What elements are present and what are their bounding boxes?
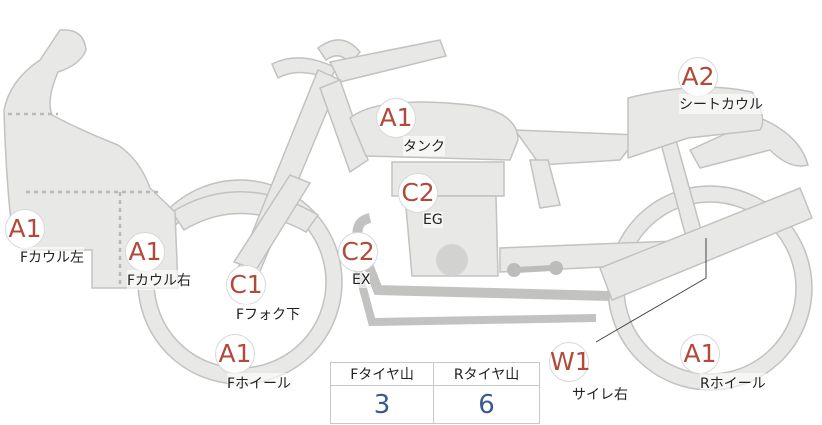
- silencer-leader-line: [595, 238, 707, 343]
- code-exhaust: C2: [338, 232, 378, 272]
- rear-wheel-shape: [607, 185, 813, 391]
- peg-shape: [513, 265, 555, 273]
- label-tank: タンク: [403, 136, 445, 156]
- label-r-wheel: Rホイール: [700, 373, 766, 393]
- rear-tread-value: 6: [478, 389, 495, 420]
- rear-tread-header: Rタイヤ山: [433, 362, 540, 386]
- code-engine: C2: [398, 173, 438, 213]
- front-tread-header: Fタイヤ山: [330, 362, 435, 386]
- label-f-wheel: Fホイール: [227, 373, 292, 393]
- code-f-wheel: A1: [215, 334, 255, 374]
- rear-frame-shape: [513, 129, 642, 166]
- tire-tread-table: Fタイヤ山 Rタイヤ山 3 6: [330, 362, 540, 424]
- lower-frame-shape: [529, 159, 561, 209]
- upper-frame-shape: [328, 39, 447, 83]
- label-seat-cowl: シートカウル: [679, 94, 763, 114]
- code-silencer-right: W1: [549, 342, 591, 382]
- label-engine: EG: [423, 212, 443, 228]
- label-silencer-right: サイレ右: [572, 384, 628, 404]
- front-tread-value: 3: [330, 385, 435, 424]
- code-seat-cowl: A2: [678, 57, 718, 97]
- rear-fender-shape: [688, 117, 809, 169]
- code-f-cowl-right: A1: [125, 232, 165, 272]
- label-f-cowl-left: Fカウル左: [20, 247, 85, 267]
- code-f-cowl-left: A1: [5, 209, 45, 249]
- label-f-fork-lower: Fフォク下: [236, 304, 301, 324]
- front-cowl-shape: [3, 29, 179, 289]
- label-exhaust: EX: [352, 272, 371, 288]
- code-tank: A1: [376, 98, 416, 138]
- code-f-fork-lower: C1: [226, 265, 266, 305]
- label-f-cowl-right: Fカウル右: [127, 270, 192, 290]
- code-r-wheel: A1: [680, 334, 720, 374]
